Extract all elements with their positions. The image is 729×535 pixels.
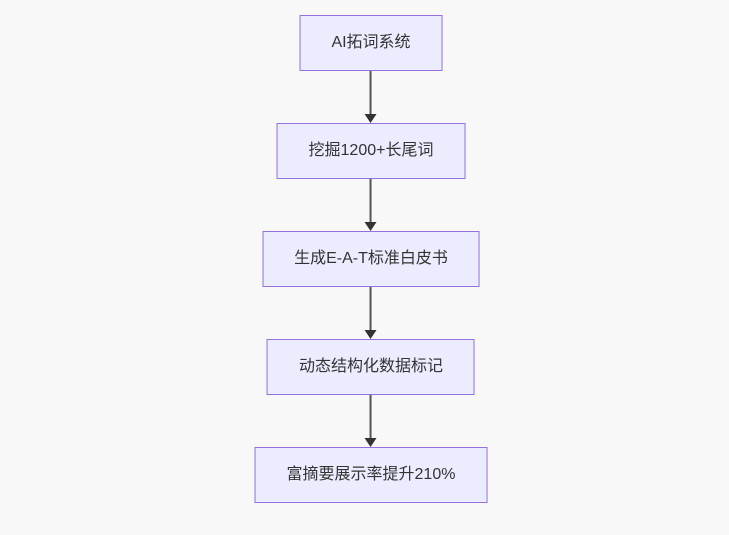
arrow-line [370, 71, 372, 114]
arrow-line [370, 287, 372, 330]
arrow-head-icon [365, 330, 377, 339]
arrow-head-icon [365, 114, 377, 123]
arrow-down-2 [364, 179, 378, 231]
flowchart: AI拓词系统 挖掘1200+长尾词 生成E-A-T标准白皮书 动态结构化数据标记… [254, 15, 488, 503]
arrow-down-1 [364, 71, 378, 123]
arrow-down-4 [364, 395, 378, 447]
flow-node-3: 生成E-A-T标准白皮书 [262, 231, 480, 287]
arrow-down-3 [364, 287, 378, 339]
flow-node-1: AI拓词系统 [299, 15, 443, 71]
arrow-line [370, 179, 372, 222]
flow-node-5: 富摘要展示率提升210% [254, 447, 488, 503]
arrow-line [370, 395, 372, 438]
arrow-head-icon [365, 438, 377, 447]
arrow-head-icon [365, 222, 377, 231]
flow-node-4: 动态结构化数据标记 [266, 339, 475, 395]
flow-node-2: 挖掘1200+长尾词 [276, 123, 466, 179]
